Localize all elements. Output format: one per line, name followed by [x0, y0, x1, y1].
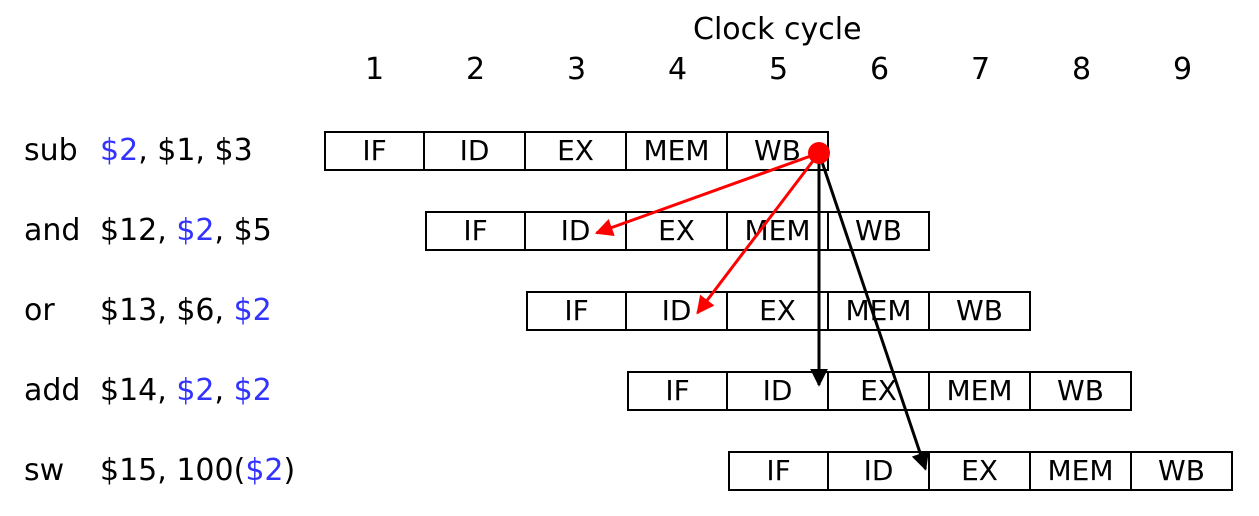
stage-wb-and: WB — [829, 211, 930, 251]
stage-mem-sub: MEM — [627, 131, 728, 171]
stage-ex-sw: EX — [930, 451, 1031, 491]
instruction-opcode: sub — [24, 133, 78, 168]
clock-cycle-title: Clock cycle — [693, 12, 862, 47]
dependent-register: $2 — [233, 293, 272, 328]
cycle-label-6: 6 — [869, 52, 890, 87]
stage-ex-and: EX — [627, 211, 728, 251]
operand-text: , $5 — [214, 213, 272, 248]
operand-text: , — [214, 373, 234, 408]
instruction-operands: $12, $2, $5 — [100, 211, 272, 251]
cycle-label-1: 1 — [364, 52, 385, 87]
stage-wb-sub: WB — [728, 131, 829, 171]
stage-wb-add: WB — [1031, 371, 1132, 411]
instruction-opcode: and — [24, 213, 81, 248]
stage-ex-add: EX — [829, 371, 930, 411]
cycle-label-2: 2 — [465, 52, 486, 87]
cycle-label-9: 9 — [1172, 52, 1193, 87]
operand-text: $12, — [100, 213, 177, 248]
stage-mem-or: MEM — [829, 291, 930, 331]
stage-ex-sub: EX — [526, 131, 627, 171]
operand-text: , $1, $3 — [138, 133, 253, 168]
stage-id-sub: ID — [425, 131, 526, 171]
dependent-register: $2 — [245, 453, 284, 488]
stage-wb-sw: WB — [1132, 451, 1233, 491]
cycle-label-4: 4 — [667, 52, 688, 87]
dependent-register: $2 — [233, 373, 272, 408]
stage-ex-or: EX — [728, 291, 829, 331]
stage-mem-add: MEM — [930, 371, 1031, 411]
stage-id-add: ID — [728, 371, 829, 411]
instruction-opcode: or — [24, 293, 55, 328]
stage-wb-or: WB — [930, 291, 1031, 331]
stage-id-sw: ID — [829, 451, 930, 491]
cycle-label-3: 3 — [566, 52, 587, 87]
instruction-opcode: add — [24, 373, 81, 408]
stage-if-sub: IF — [324, 131, 425, 171]
stage-if-sw: IF — [728, 451, 829, 491]
stage-if-add: IF — [627, 371, 728, 411]
instruction-operands: $13, $6, $2 — [100, 291, 272, 331]
cycle-label-8: 8 — [1071, 52, 1092, 87]
cycle-label-7: 7 — [970, 52, 991, 87]
operand-text: ) — [283, 453, 296, 488]
operand-text: $15, 100( — [100, 453, 246, 488]
stage-id-and: ID — [526, 211, 627, 251]
operand-text: $14, — [100, 373, 177, 408]
dependent-register: $2 — [176, 213, 215, 248]
stage-if-or: IF — [526, 291, 627, 331]
instruction-opcode: sw — [24, 453, 65, 488]
operand-text: $13, $6, — [100, 293, 234, 328]
dependent-register: $2 — [100, 133, 139, 168]
dependent-register: $2 — [176, 373, 215, 408]
stage-id-or: ID — [627, 291, 728, 331]
cycle-label-5: 5 — [768, 52, 789, 87]
stage-mem-sw: MEM — [1031, 451, 1132, 491]
instruction-operands: $15, 100($2) — [100, 451, 295, 491]
stage-mem-and: MEM — [728, 211, 829, 251]
instruction-operands: $14, $2, $2 — [100, 371, 272, 411]
stage-if-and: IF — [425, 211, 526, 251]
instruction-operands: $2, $1, $3 — [100, 131, 253, 171]
